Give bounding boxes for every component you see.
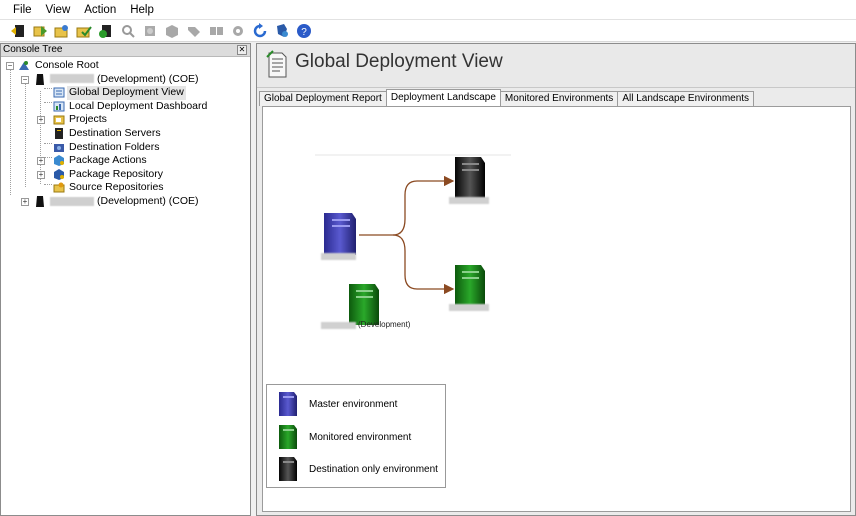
expand-icon[interactable]: + [37, 169, 45, 179]
menu-action[interactable]: Action [84, 3, 117, 16]
redacted-destination-name [449, 197, 489, 204]
collapse-icon[interactable]: − [6, 61, 14, 70]
legend-label: Monitored environment [309, 432, 412, 443]
tree-item-destination-servers[interactable]: Destination Servers [1, 127, 250, 141]
tree-label: Console Root [35, 59, 99, 71]
console-tree-header: Console Tree ✕ [1, 44, 250, 57]
menu-view[interactable]: View [45, 3, 71, 16]
svg-text:?: ? [301, 27, 307, 38]
console-tree-title: Console Tree [3, 44, 63, 55]
view-tabs: Global Deployment Report Deployment Land… [257, 89, 856, 106]
redacted-server-name [50, 196, 94, 206]
tree-label: Local Deployment Dashboard [69, 99, 208, 112]
toolbar: ? [0, 20, 856, 42]
tree-item-destination-folders[interactable]: Destination Folders [1, 141, 250, 155]
console-tree-pane: Console Tree ✕ − Console Root − (Develop… [0, 43, 251, 516]
projects-icon [53, 113, 65, 126]
deploy-icon[interactable] [98, 23, 114, 39]
monitored-node-lower[interactable] [349, 284, 379, 325]
collapse-icon[interactable]: − [21, 74, 29, 84]
expand-icon[interactable]: + [37, 115, 45, 125]
expand-icon[interactable]: + [37, 156, 45, 166]
tree-item-global-deployment-view[interactable]: Global Deployment View [1, 86, 250, 100]
tab-global-deployment-report[interactable]: Global Deployment Report [259, 91, 387, 106]
tree-label: (Development) (COE) [97, 72, 199, 85]
tree-item-source-repositories[interactable]: Source Repositories [1, 181, 250, 195]
connector-to-destination [359, 175, 455, 236]
help-icon[interactable]: ? [296, 23, 312, 39]
tree-label: Destination Folders [69, 140, 160, 153]
tree-label: Projects [69, 113, 107, 126]
tab-deployment-landscape[interactable]: Deployment Landscape [385, 89, 501, 106]
close-icon[interactable]: ✕ [237, 45, 247, 55]
search-icon[interactable] [120, 23, 136, 39]
legend-label: Master environment [309, 399, 398, 410]
console-root-icon [18, 59, 30, 72]
tree-item-server-2[interactable]: + (Development) (COE) [1, 195, 250, 209]
tab-all-landscape-environments[interactable]: All Landscape Environments [617, 91, 755, 106]
package-actions-icon [53, 154, 65, 167]
view-header: Global Deployment View [257, 44, 855, 88]
package-repository-icon [53, 168, 65, 181]
refresh-icon[interactable] [252, 22, 268, 39]
monitored-server-icon [279, 425, 297, 449]
redacted-server-name [50, 74, 94, 84]
monitored-node-right[interactable] [455, 265, 485, 305]
connector-to-monitored [392, 234, 455, 295]
sync-icon[interactable] [208, 23, 224, 39]
tab-monitored-environments[interactable]: Monitored Environments [499, 91, 619, 106]
menu-bar: File View Action Help [0, 0, 856, 20]
dashboard-icon [53, 100, 65, 113]
source-repositories-icon [53, 181, 65, 194]
monitored-node-label: (Development) [358, 320, 411, 329]
report-icon [266, 50, 287, 78]
destination-node[interactable] [455, 157, 485, 199]
menu-file[interactable]: File [13, 3, 32, 16]
open-folder-icon[interactable] [54, 23, 70, 39]
destination-server-icon [279, 457, 297, 481]
master-server-icon [279, 392, 297, 416]
view-title: Global Deployment View [295, 51, 503, 72]
tree-label: (Development) (COE) [97, 194, 199, 207]
check-out-icon[interactable] [76, 23, 92, 39]
legend: Master environment Monitored environment… [266, 384, 446, 488]
destination-folders-icon [53, 141, 65, 154]
expand-icon[interactable]: + [21, 196, 29, 206]
redacted-monitored-name [321, 322, 356, 329]
details-pane: Global Deployment View Global Deployment… [256, 43, 856, 516]
destination-servers-icon [53, 127, 65, 140]
deployment-view-icon [53, 86, 65, 99]
tree-item-local-deployment-dashboard[interactable]: Local Deployment Dashboard [1, 100, 250, 114]
tree-item-projects[interactable]: + Projects [1, 113, 250, 127]
server-icon [34, 195, 46, 208]
legend-label: Destination only environment [309, 464, 438, 475]
tree-item-server-1[interactable]: − (Development) (COE) [1, 73, 250, 87]
redacted-monitored-name [449, 304, 489, 311]
landscape-diagram [315, 154, 511, 325]
server-icon [34, 73, 46, 86]
shield-icon[interactable] [274, 23, 290, 39]
rollback-icon[interactable] [142, 23, 158, 39]
tree-label: Global Deployment View [67, 86, 186, 100]
tree-label: Source Repositories [69, 181, 164, 194]
menu-help[interactable]: Help [130, 3, 154, 16]
master-node[interactable] [324, 213, 356, 255]
redacted-master-name [321, 253, 356, 260]
forward-icon[interactable] [32, 23, 48, 39]
tags-icon[interactable] [186, 23, 202, 39]
console-tree: − Console Root − (Development) (COE) Glo… [1, 57, 250, 209]
settings-icon[interactable] [230, 23, 246, 39]
tree-label: Package Repository [69, 167, 163, 180]
tree-label: Package Actions [69, 154, 147, 167]
tree-item-console-root[interactable]: − Console Root [1, 59, 250, 73]
package-icon[interactable] [164, 23, 180, 39]
pane-splitter[interactable] [251, 43, 256, 516]
landscape-panel: (Development) Master environment Monitor… [262, 106, 851, 512]
tree-label: Destination Servers [69, 126, 161, 139]
back-icon[interactable] [10, 23, 26, 39]
tree-item-package-repository[interactable]: + Package Repository [1, 168, 250, 182]
tree-item-package-actions[interactable]: + Package Actions [1, 154, 250, 168]
